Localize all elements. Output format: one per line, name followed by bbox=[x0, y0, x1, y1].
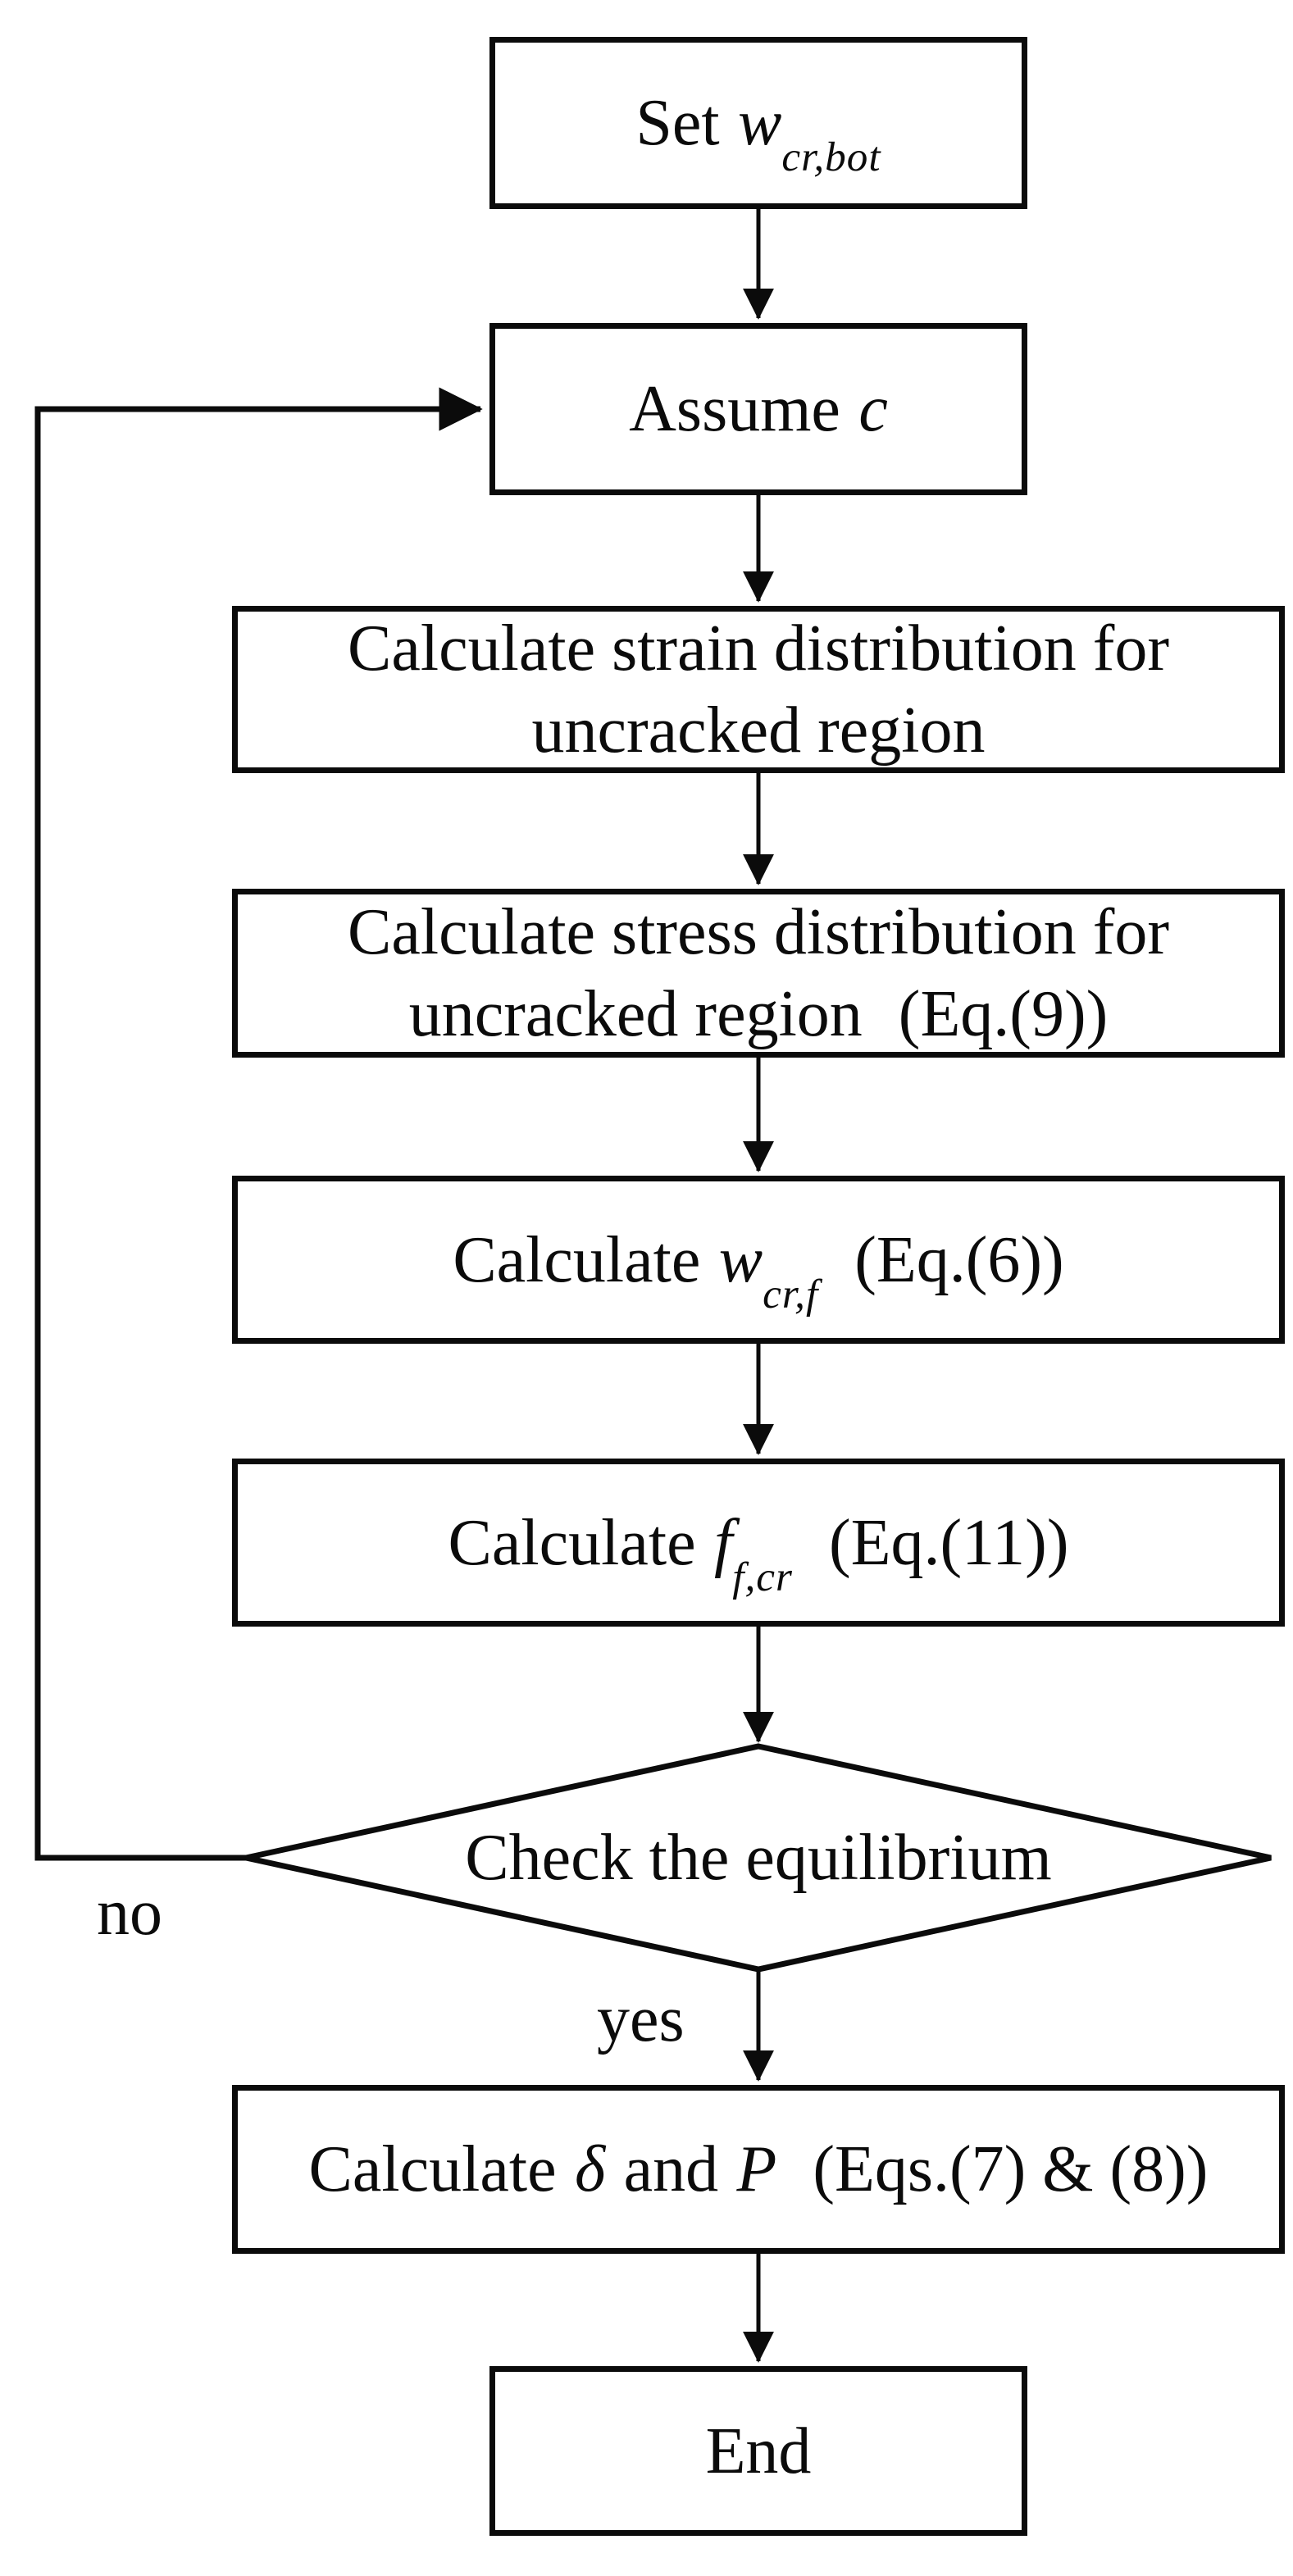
decision-diamond-shape bbox=[245, 1743, 1272, 1973]
node-end-label: End bbox=[705, 2414, 812, 2487]
node-end: End bbox=[489, 2366, 1027, 2536]
edge-label-no: no bbox=[97, 1877, 162, 1949]
decision-check-equilibrium-label: Check the equilibrium bbox=[465, 1821, 1052, 1894]
arrow-no-loop-to-assume bbox=[34, 387, 483, 1861]
strain-line1: Calculate strain distribution for bbox=[348, 612, 1169, 685]
strain-line2: uncracked region bbox=[531, 694, 986, 767]
stress-line1: Calculate stress distribution for bbox=[347, 896, 1170, 968]
stress-line2: uncracked region(Eq.(9)) bbox=[408, 978, 1109, 1050]
edge-label-yes: yes bbox=[597, 1983, 685, 2055]
node-calc-stress-distribution: Calculate stress distribution for uncrac… bbox=[232, 889, 1285, 1058]
node-calc-strain-distribution: Calculate strain distribution for uncrac… bbox=[232, 606, 1285, 773]
